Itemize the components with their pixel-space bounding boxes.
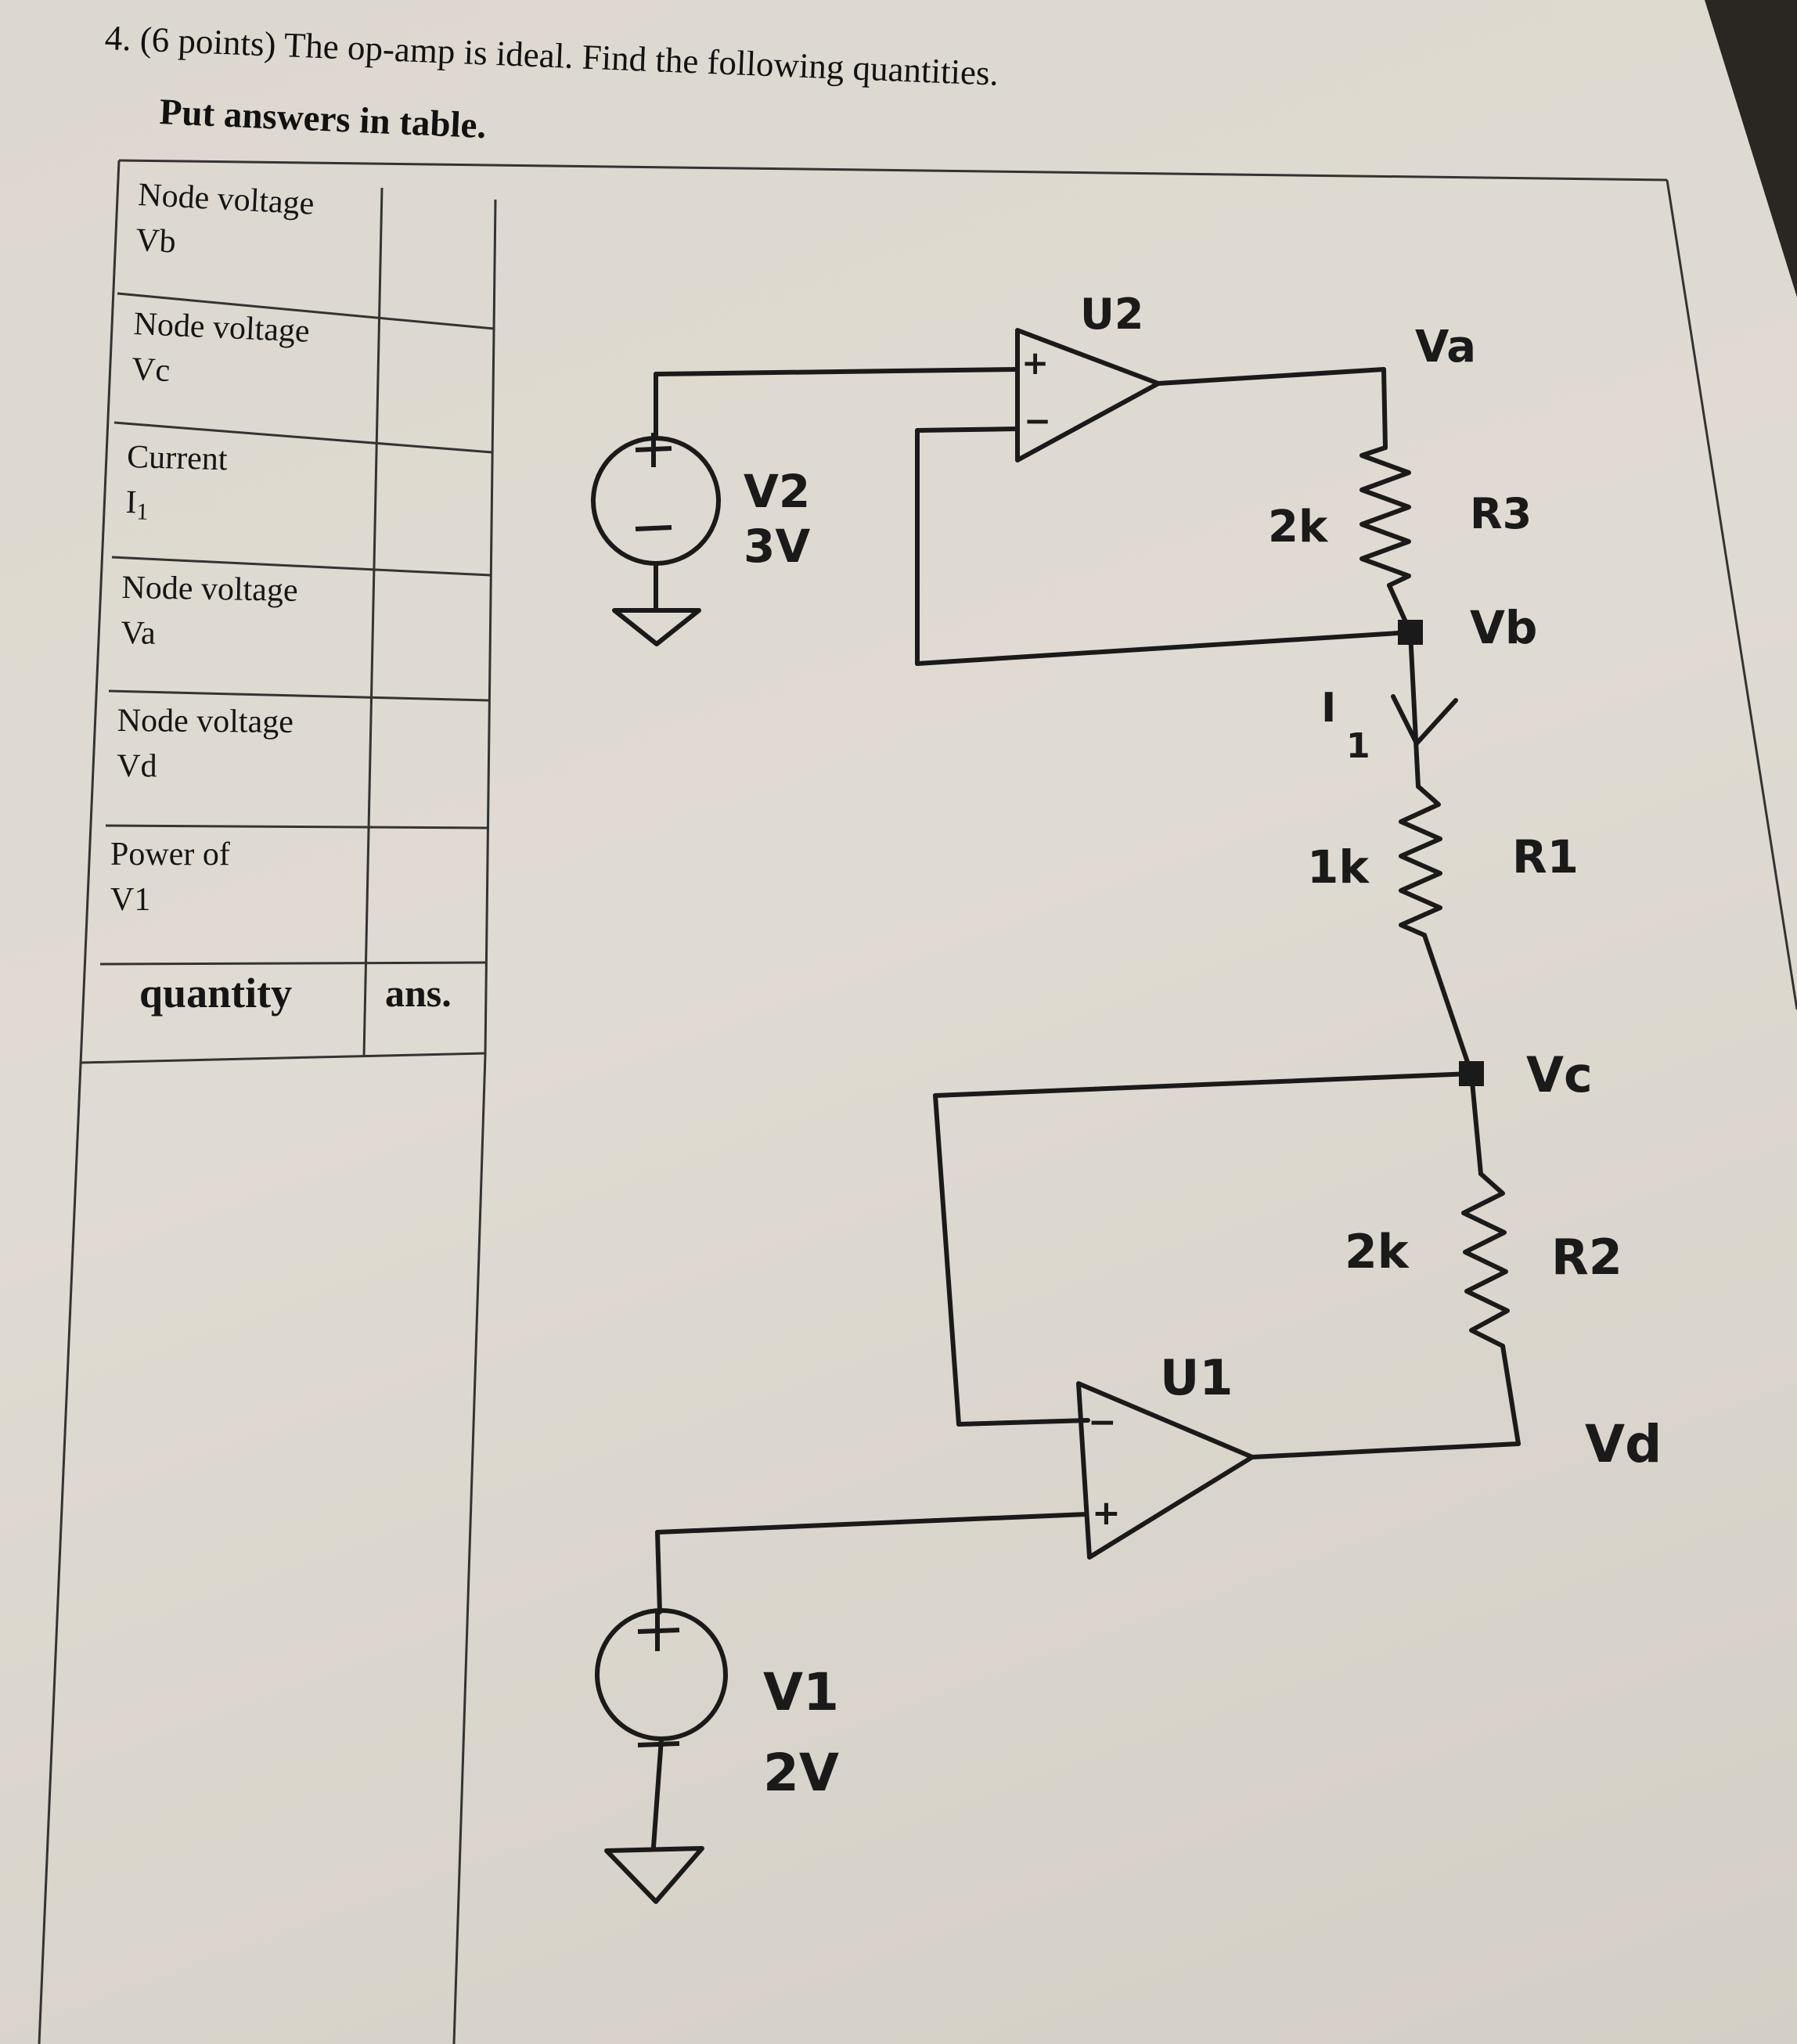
node-vc-junction — [1459, 1061, 1484, 1086]
current-i1-label: I — [1321, 685, 1336, 732]
resistor-r3 — [1359, 445, 1411, 588]
wire — [654, 367, 1020, 376]
opamp-u1 — [1076, 1381, 1255, 1560]
row-label: Power of — [110, 837, 230, 873]
wire — [1469, 1071, 1483, 1176]
v1-value: 2V — [763, 1743, 839, 1803]
resistor-r1 — [1399, 784, 1442, 937]
ground-symbol — [604, 1846, 704, 1904]
wire — [1422, 933, 1474, 1076]
wire — [1500, 1344, 1521, 1446]
wire — [915, 630, 1413, 666]
wire — [655, 1530, 662, 1614]
wire — [655, 1512, 1089, 1535]
minus-sign — [635, 525, 672, 531]
minus-sign — [637, 1741, 680, 1747]
table-header-ans: ans. — [385, 971, 452, 1015]
r2-value: 2k — [1345, 1225, 1410, 1279]
v1-name: V1 — [763, 1662, 839, 1722]
row-quantity: V1 — [110, 882, 151, 918]
table-row-power-v1: Power of V1 — [110, 832, 230, 923]
wire — [933, 1071, 1474, 1098]
u2-label: U2 — [1080, 290, 1143, 339]
wire — [956, 1418, 1090, 1427]
wire — [1408, 630, 1421, 789]
wire — [915, 426, 1020, 433]
u2-minus-label: − — [1024, 401, 1051, 440]
opamp-u2 — [1015, 328, 1161, 462]
r1-name: R1 — [1512, 830, 1579, 883]
r2-name: R2 — [1551, 1229, 1622, 1286]
node-vb-junction — [1398, 620, 1423, 645]
node-vd-label: Vd — [1585, 1414, 1662, 1474]
v2-name: V2 — [744, 465, 810, 518]
resistor-r2 — [1461, 1171, 1510, 1348]
r3-name: R3 — [1470, 489, 1532, 538]
r3-value: 2k — [1268, 502, 1329, 552]
current-i1-subscript: 1 — [1346, 726, 1370, 766]
u2-plus-label: + — [1021, 344, 1049, 382]
wire — [1381, 367, 1388, 450]
wire — [933, 1093, 961, 1427]
node-va-label: Va — [1415, 322, 1476, 372]
v2-value: 3V — [744, 520, 810, 573]
u1-minus-label: − — [1088, 1402, 1117, 1442]
node-vc-label: Vc — [1526, 1046, 1593, 1103]
node-vb-label: Vb — [1470, 601, 1537, 654]
u1-plus-label: + — [1092, 1493, 1121, 1533]
r1-value: 1k — [1307, 840, 1370, 894]
wire — [1250, 1441, 1521, 1459]
table-header-quantity: quantity — [139, 970, 293, 1017]
u1-label: U1 — [1160, 1349, 1233, 1406]
current-arrow — [1391, 694, 1458, 746]
wire — [651, 1736, 664, 1849]
wire — [1156, 367, 1386, 386]
ground-symbol — [612, 608, 701, 646]
